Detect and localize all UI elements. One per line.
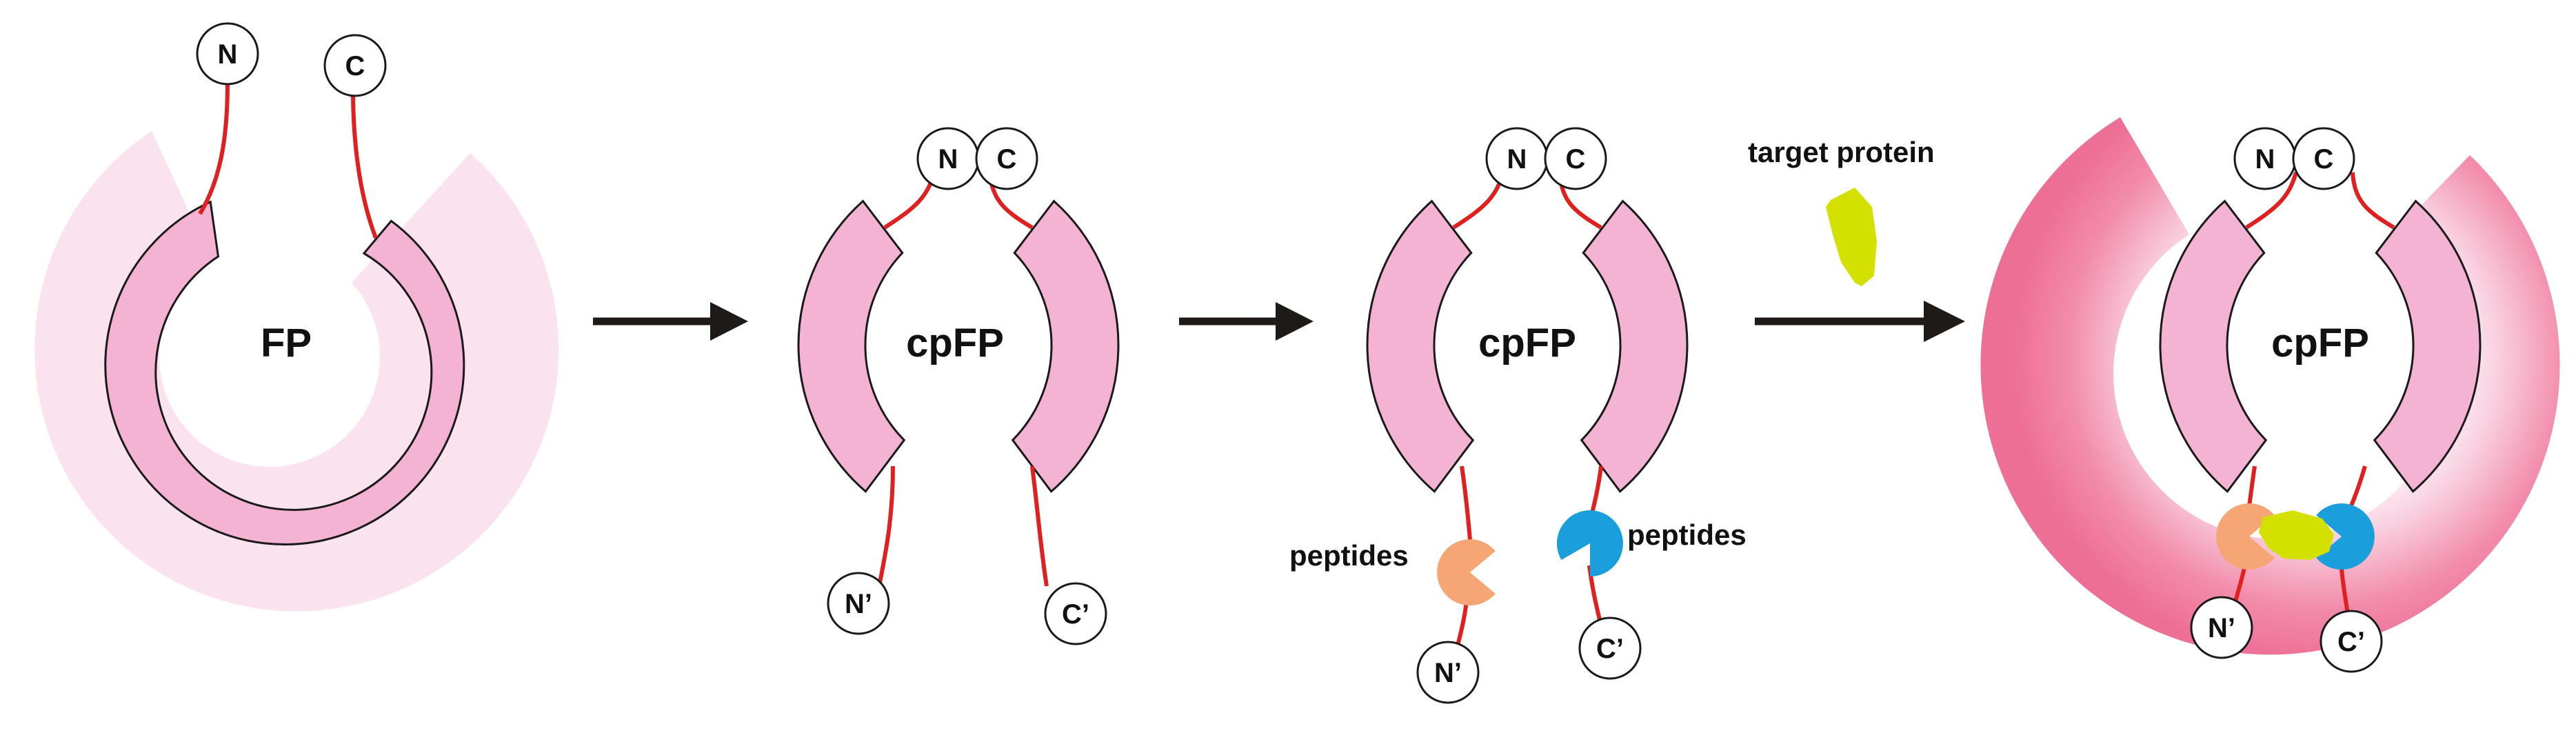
cpfp-bound-n-linker [2245,172,2298,230]
cpfp-right-half [1011,199,1120,493]
panel-cpfp: N C N’ C’ cpFP [797,127,1120,645]
cpfp-peptides-n-terminus-label: N [1507,144,1527,174]
cpfp-bound-center-label: cpFP [2271,321,2369,365]
cpfp-n-prime-node [827,572,890,635]
cpfp-bound-c-terminus-label: C [2314,144,2334,174]
target-protein-icon [1826,188,1877,286]
peptides-right-label: peptides [1627,519,1747,551]
fp-center-label: FP [261,321,312,365]
panel-cpfp-bound: N C N’ C’ cpFP [1980,117,2560,673]
fp-c-terminus-node [323,34,387,97]
right-arrow-icon [593,302,748,341]
cpfp-peptides-c-prime-label: C’ [1596,634,1624,664]
cpfp-peptides-c-terminus-label: C [1566,144,1586,174]
fp-c-linker [351,89,378,239]
cpfp-c-prime-linker [1030,465,1049,587]
cpfp-center-label: cpFP [906,321,1004,365]
cpfp-peptides-c-terminus-node [1544,127,1607,190]
cpfp-bound-n-prime-node [2190,596,2253,659]
peptides-left-label: peptides [1289,539,1409,572]
cpfp-bound-c-prime-label: C’ [2337,627,2365,657]
cpfp-peptides-c-prime-node [1578,616,1642,680]
fp-c-terminus-label: C [345,51,365,81]
fp-n-terminus-label: N [218,39,238,70]
cpfp-peptides-center-label: cpFP [1478,321,1576,365]
cpfp-bound-c-terminus-node [2292,127,2355,190]
cpfp-n-prime-label: N’ [845,589,872,619]
cpfp-left-half [797,199,906,493]
panel-cpfp-peptides: N C N’ C’ cpFP peptides peptides [1289,127,1747,704]
fp-barrel [104,200,465,545]
cpfp-c-prime-label: C’ [1062,599,1089,630]
fp-n-terminus-node [196,22,259,86]
peptide-pacman-icon [1437,539,1496,605]
cpfp-n-terminus-label: N [938,144,958,174]
fp-n-linker [198,82,230,215]
cpfp-peptides-n-prime-node [1416,641,1480,704]
peptide-pacman-icon [2316,503,2375,570]
cpfp-n-prime-linker [877,465,895,587]
cpfp-bound-n-prime-label: N’ [2208,613,2235,643]
target-protein-label: target protein [1748,136,1935,168]
target-protein-icon [2259,510,2334,560]
peptide-pacman-icon [2216,503,2275,570]
cpfp-peptides-right-half [1580,199,1689,493]
cpfp-bound-n-terminus-label: N [2255,144,2275,174]
cpfp-bound-c-linker [2351,172,2395,230]
panel-fp: N C FP [34,22,559,612]
cpfp-c-terminus-label: C [997,144,1017,174]
right-arrow-icon [1755,301,1965,342]
cpfp-bound-c-prime-node [2320,610,2383,673]
cpfp-bound-right-half [2373,199,2482,493]
cpfp-peptides-n-prime-label: N’ [1434,658,1462,688]
cpfp-bound-left-half [2159,199,2268,493]
right-arrow-icon [1179,302,1314,341]
cpfp-c-prime-node [1044,582,1107,645]
cpfp-peptides-left-half [1366,199,1475,493]
cpfp-c-terminus-node [975,127,1038,190]
peptide-pacman-icon [1556,510,1623,576]
